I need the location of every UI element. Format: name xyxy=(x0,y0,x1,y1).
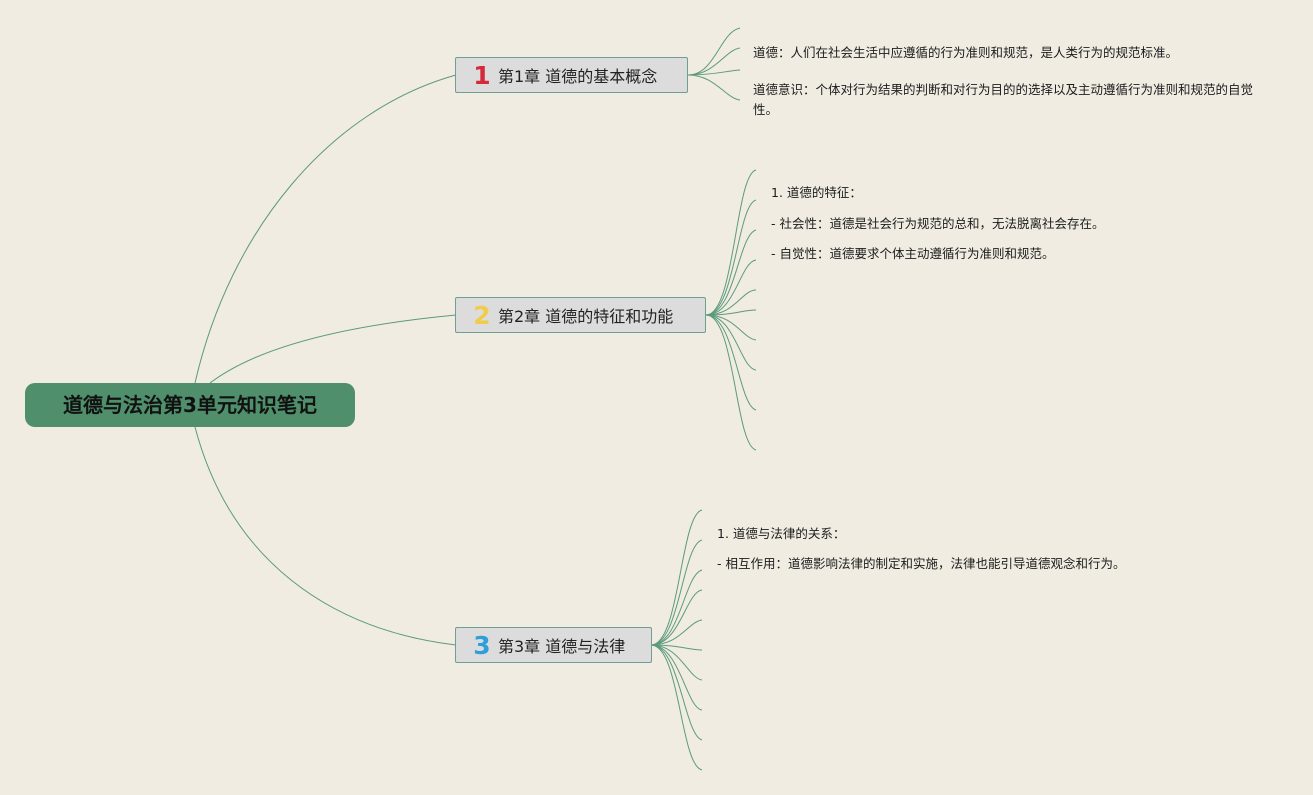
root-to-chapter-1-line xyxy=(194,74,457,384)
chapter-1-topic[interactable]: 1 第1章 道德的基本概念 xyxy=(455,57,688,93)
chapter-3-branch-9 xyxy=(650,644,703,741)
chapter-2-leaf-1: 1. 道德的特征： xyxy=(771,185,862,200)
chapter-3-title: 第3章 道德与法律 xyxy=(498,637,626,656)
chapter-1-number-icon: 1 xyxy=(473,60,491,90)
chapter-2-branch-1 xyxy=(705,169,757,316)
chapter-3-leaf-2: - 相互作用：道德影响法律的制定和实施，法律也能引导道德观念和行为。 xyxy=(717,556,1126,571)
chapter-2-branch-2 xyxy=(705,199,757,316)
root-topic-label: 道德与法治第3单元知识笔记 xyxy=(63,393,317,417)
chapter-2-branch-9 xyxy=(705,314,757,411)
chapter-2-branch-7 xyxy=(705,314,757,341)
chapter-2-title: 第2章 道德的特征和功能 xyxy=(498,307,674,326)
root-to-chapter-2-line xyxy=(209,314,457,384)
chapter-3-branch-3 xyxy=(650,569,703,646)
chapter-1-branch-3 xyxy=(687,69,741,76)
chapter-2-number-icon: 2 xyxy=(473,300,491,330)
chapter-3-branch-7 xyxy=(650,644,703,681)
chapter-3-branch-5 xyxy=(650,619,703,646)
chapter-2-topic[interactable]: 2 第2章 道德的特征和功能 xyxy=(455,297,706,333)
chapter-2-branch-4 xyxy=(705,259,757,316)
chapter-2-leaf-3: - 自觉性：道德要求个体主动遵循行为准则和规范。 xyxy=(771,246,1055,261)
chapter-2-branch-3 xyxy=(705,229,757,316)
root-to-chapter-3-line xyxy=(194,426,457,646)
chapter-1-leaf-2: 道德意识：个体对行为结果的判断和对行为目的的选择以及主动遵循行为准则和规范的自觉… xyxy=(753,82,1254,117)
chapter-3-branch-8 xyxy=(650,644,703,711)
chapter-3-leaf-1: 1. 道德与法律的关系： xyxy=(717,526,846,541)
chapter-2-branch-5 xyxy=(705,289,757,316)
chapter-3-number-icon: 3 xyxy=(473,630,491,660)
chapter-1-title: 第1章 道德的基本概念 xyxy=(498,67,658,86)
chapter-3-branch-4 xyxy=(650,589,703,646)
chapter-2-leaf-2: - 社会性：道德是社会行为规范的总和，无法脱离社会存在。 xyxy=(771,216,1105,231)
chapter-2-branch-8 xyxy=(705,314,757,371)
root-topic[interactable]: 道德与法治第3单元知识笔记 xyxy=(25,383,355,427)
chapter-2-branch-6 xyxy=(705,309,757,316)
chapter-3-branch-1 xyxy=(650,509,703,646)
chapter-1-leaf-1: 道德：人们在社会生活中应遵循的行为准则和规范，是人类行为的规范标准。 xyxy=(753,45,1179,60)
chapter-1-branch-4 xyxy=(687,74,741,101)
chapter-3-branch-10 xyxy=(650,644,703,771)
chapter-3-branch-2 xyxy=(650,539,703,646)
chapter-3-topic[interactable]: 3 第3章 道德与法律 xyxy=(455,627,652,663)
chapter-2-branch-10 xyxy=(705,314,757,451)
chapter-1-branch-2 xyxy=(687,47,741,76)
chapter-1-branch-1 xyxy=(687,27,741,76)
